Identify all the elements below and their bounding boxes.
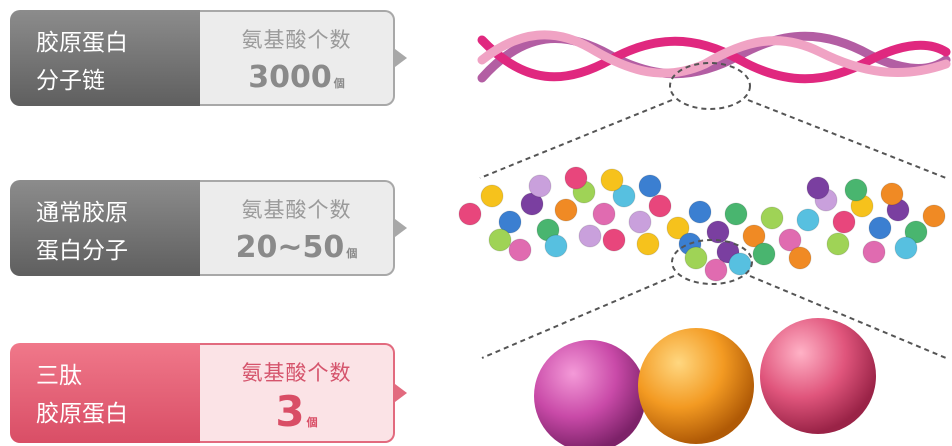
amino-acid-ball — [544, 234, 568, 258]
amino-acid-ball — [636, 232, 660, 256]
amino-acid-ball — [880, 182, 904, 206]
label-box: 胶原蛋白 分子链 — [10, 10, 200, 106]
amino-acid-ball — [688, 200, 712, 224]
amino-acid-cluster — [458, 166, 946, 282]
tripeptide-spheres — [534, 318, 876, 446]
count-title: 氨基酸个数 — [241, 361, 352, 385]
amino-acid-ball — [760, 206, 784, 230]
amino-acid-ball — [796, 208, 820, 232]
count-unit: 個 — [333, 77, 345, 90]
amino-acid-ball — [592, 202, 616, 226]
count-value: 3 — [275, 387, 305, 436]
amino-acid-ball — [904, 220, 928, 244]
amino-acid-ball — [868, 216, 892, 240]
pointer-arrow — [395, 49, 407, 67]
amino-acid-ball — [458, 202, 482, 226]
sphere-magenta — [534, 340, 646, 446]
count-unit: 個 — [346, 247, 358, 260]
amino-acid-ball — [862, 240, 886, 264]
amino-acid-ball — [600, 168, 624, 192]
zoom-circle-cluster — [671, 239, 753, 285]
label-line-1: 胶原蛋白 — [36, 30, 128, 56]
label-box: 通常胶原 蛋白分子 — [10, 180, 200, 276]
amino-acid-ball — [638, 174, 662, 198]
amino-acid-ball — [826, 232, 850, 256]
helix-strands — [477, 30, 951, 84]
count-value: 20~50 — [235, 230, 345, 265]
amino-acid-ball — [844, 178, 868, 202]
amino-acid-ball — [922, 204, 946, 228]
count-value: 3000 — [248, 60, 332, 95]
zoom-line-left-2 — [481, 275, 675, 359]
count-title: 氨基酸个数 — [241, 28, 352, 52]
label-line-2: 胶原蛋白 — [36, 401, 128, 427]
zoom-line-right — [747, 99, 947, 179]
label-line-2: 蛋白分子 — [36, 238, 128, 264]
zoom-line-left — [479, 99, 673, 179]
amino-acid-ball — [612, 184, 636, 208]
amino-acid-ball — [684, 246, 708, 270]
label-box: 三肽 胶原蛋白 — [10, 343, 200, 443]
amino-acid-ball — [894, 236, 918, 260]
amino-acid-ball — [706, 220, 730, 244]
amino-acid-ball — [508, 238, 532, 262]
sphere-pink — [760, 318, 876, 434]
amino-acid-ball — [724, 202, 748, 226]
count-title: 氨基酸个数 — [241, 198, 352, 222]
amino-acid-ball — [742, 224, 766, 248]
amino-acid-ball — [628, 210, 652, 234]
amino-acid-ball — [578, 224, 602, 248]
amino-acid-ball — [778, 228, 802, 252]
count-unit: 個 — [306, 416, 318, 429]
label-line-1: 三肽 — [36, 363, 82, 389]
amino-acid-ball — [554, 198, 578, 222]
zoom-circle-helix — [669, 62, 751, 110]
label-line-1: 通常胶原 — [36, 200, 128, 226]
amino-acid-ball — [806, 176, 830, 200]
amino-acid-ball — [666, 216, 690, 240]
amino-acid-ball — [498, 210, 522, 234]
amino-acid-ball — [704, 258, 728, 282]
amino-acid-ball — [752, 242, 776, 266]
amino-acid-ball — [480, 184, 504, 208]
sphere-orange — [638, 328, 754, 444]
amino-acid-ball — [602, 228, 626, 252]
amino-acid-ball — [528, 174, 552, 198]
label-line-2: 分子链 — [36, 68, 105, 94]
amino-acid-ball — [832, 210, 856, 234]
helix-strand-magenta — [477, 35, 951, 84]
amino-acid-ball — [488, 228, 512, 252]
amino-acid-ball — [788, 246, 812, 270]
pointer-arrow — [395, 219, 407, 237]
amino-acid-ball — [564, 166, 588, 190]
pointer-arrow — [395, 384, 407, 402]
amino-acid-ball — [648, 194, 672, 218]
